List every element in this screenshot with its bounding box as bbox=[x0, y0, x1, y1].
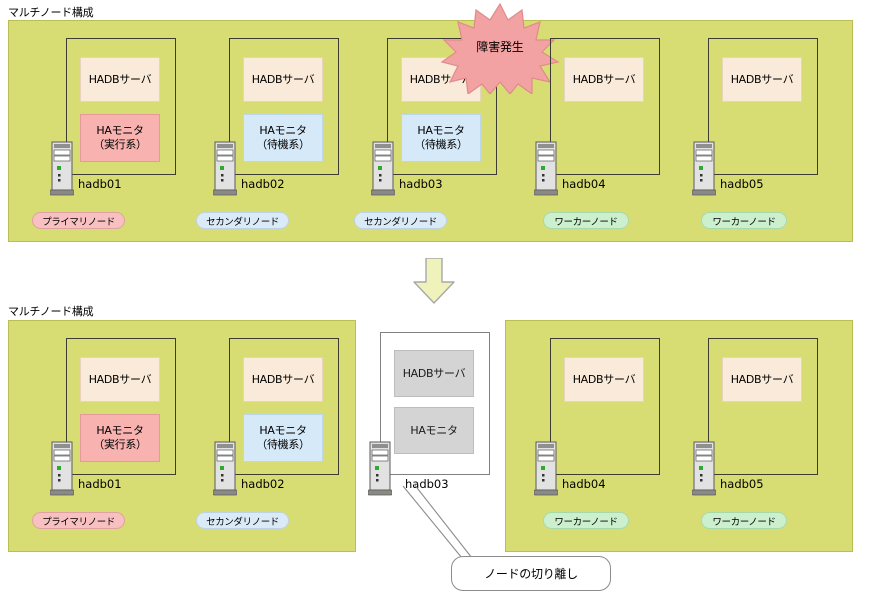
role-badge-hadb04-bottom: ワーカーノード bbox=[543, 512, 629, 529]
callout-leader-line bbox=[400, 483, 510, 566]
server-tower-icon-hadb04-top bbox=[533, 140, 559, 198]
server-tower-icon-hadb01-top bbox=[49, 140, 75, 198]
ha-monitor-box-hadb03-disabled: HAモニタ bbox=[394, 407, 474, 454]
hostname-hadb02-top: hadb02 bbox=[241, 177, 285, 191]
hostname-hadb02-bottom: hadb02 bbox=[241, 477, 285, 491]
hadb-server-box-hadb03-disabled: HADBサーバ bbox=[394, 350, 474, 397]
hadb-server-label: HADBサーバ bbox=[88, 372, 152, 386]
server-tower-icon-hadb02-bottom bbox=[212, 440, 238, 498]
hostname-hadb04-bottom: hadb04 bbox=[562, 477, 606, 491]
hostname-hadb05-top: hadb05 bbox=[720, 177, 764, 191]
role-badge-hadb04-top: ワーカーノード bbox=[543, 212, 629, 229]
role-badge-hadb02-bottom: セカンダリノード bbox=[196, 512, 289, 529]
hadb-server-box-hadb02-top: HADBサーバ bbox=[243, 57, 323, 102]
ha-monitor-label-line1: HAモニタ bbox=[259, 124, 307, 138]
hostname-hadb03-detached: hadb03 bbox=[405, 477, 449, 491]
node-frame-hadb01-top bbox=[66, 38, 176, 175]
hostname-hadb03-top: hadb03 bbox=[399, 177, 443, 191]
ha-monitor-box-hadb01-top: HAモニタ （実行系） bbox=[80, 114, 160, 162]
hadb-server-label: HADBサーバ bbox=[572, 372, 636, 386]
hadb-server-label: HADBサーバ bbox=[730, 72, 794, 86]
role-badge-hadb05-bottom: ワーカーノード bbox=[701, 512, 787, 529]
ha-monitor-label-line2: （実行系） bbox=[93, 138, 147, 151]
hadb-server-label: HADBサーバ bbox=[730, 372, 794, 386]
callout-label: ノードの切り離し bbox=[484, 567, 578, 581]
server-tower-icon-hadb01-bottom bbox=[49, 440, 75, 498]
hostname-hadb01-top: hadb01 bbox=[78, 177, 122, 191]
ha-monitor-label-line1: HAモニタ bbox=[410, 423, 458, 437]
hadb-server-label: HADBサーバ bbox=[251, 372, 315, 386]
server-tower-icon-hadb04-bottom bbox=[533, 440, 559, 498]
hadb-server-label: HADBサーバ bbox=[251, 72, 315, 86]
hadb-server-box-hadb01-bottom: HADBサーバ bbox=[80, 357, 160, 402]
node-frame-hadb03-top bbox=[387, 38, 497, 175]
transition-arrow-icon bbox=[413, 257, 455, 304]
node-frame-hadb01-bottom bbox=[66, 338, 176, 475]
node-frame-hadb02-bottom bbox=[229, 338, 339, 475]
hadb-server-box-hadb04-bottom: HADBサーバ bbox=[564, 357, 644, 402]
hadb-server-box-hadb05-bottom: HADBサーバ bbox=[722, 357, 802, 402]
top-section-title: マルチノード構成 bbox=[8, 6, 94, 19]
ha-monitor-label-line1: HAモニタ bbox=[96, 424, 144, 438]
ha-monitor-label-line2: （待機系） bbox=[414, 138, 468, 151]
hadb-server-label: HADBサーバ bbox=[402, 366, 466, 380]
hadb-server-label: HADBサーバ bbox=[572, 72, 636, 86]
ha-monitor-box-hadb01-bottom: HAモニタ （実行系） bbox=[80, 414, 160, 462]
hadb-server-box-hadb05-top: HADBサーバ bbox=[722, 57, 802, 102]
node-frame-hadb05-top bbox=[708, 38, 818, 175]
server-tower-icon-hadb02-top bbox=[212, 140, 238, 198]
failure-starburst-icon bbox=[440, 2, 560, 96]
hadb-server-box-hadb01-top: HADBサーバ bbox=[80, 57, 160, 102]
node-frame-hadb04-top bbox=[550, 38, 660, 175]
hostname-hadb04-top: hadb04 bbox=[562, 177, 606, 191]
server-tower-icon-hadb03-top bbox=[370, 140, 396, 198]
role-badge-hadb02-top: セカンダリノード bbox=[196, 212, 289, 229]
bottom-section-title: マルチノード構成 bbox=[8, 305, 94, 318]
ha-monitor-label-line2: （実行系） bbox=[93, 438, 147, 451]
node-frame-hadb05-bottom bbox=[708, 338, 818, 475]
ha-monitor-label-line2: （待機系） bbox=[256, 438, 310, 451]
server-tower-icon-hadb03-detached bbox=[367, 440, 393, 498]
ha-monitor-label-line1: HAモニタ bbox=[259, 424, 307, 438]
server-tower-icon-hadb05-top bbox=[691, 140, 717, 198]
ha-monitor-label-line2: （待機系） bbox=[256, 138, 310, 151]
node-frame-hadb04-bottom bbox=[550, 338, 660, 475]
hostname-hadb01-bottom: hadb01 bbox=[78, 477, 122, 491]
hadb-server-label: HADBサーバ bbox=[88, 72, 152, 86]
ha-monitor-box-hadb03-top: HAモニタ （待機系） bbox=[401, 114, 481, 162]
role-badge-hadb05-top: ワーカーノード bbox=[701, 212, 787, 229]
hostname-hadb05-bottom: hadb05 bbox=[720, 477, 764, 491]
server-tower-icon-hadb05-bottom bbox=[691, 440, 717, 498]
ha-monitor-label-line1: HAモニタ bbox=[96, 124, 144, 138]
ha-monitor-box-hadb02-top: HAモニタ （待機系） bbox=[243, 114, 323, 162]
callout-node-detachment: ノードの切り離し bbox=[451, 556, 611, 591]
hadb-server-box-hadb04-top: HADBサーバ bbox=[564, 57, 644, 102]
role-badge-hadb01-top: プライマリノード bbox=[32, 212, 125, 229]
role-badge-hadb01-bottom: プライマリノード bbox=[32, 512, 125, 529]
ha-monitor-label-line1: HAモニタ bbox=[417, 124, 465, 138]
role-badge-hadb03-top: セカンダリノード bbox=[354, 212, 447, 229]
hadb-server-box-hadb02-bottom: HADBサーバ bbox=[243, 357, 323, 402]
node-frame-hadb02-top bbox=[229, 38, 339, 175]
failure-label: 障害発生 bbox=[476, 40, 524, 54]
ha-monitor-box-hadb02-bottom: HAモニタ （待機系） bbox=[243, 414, 323, 462]
